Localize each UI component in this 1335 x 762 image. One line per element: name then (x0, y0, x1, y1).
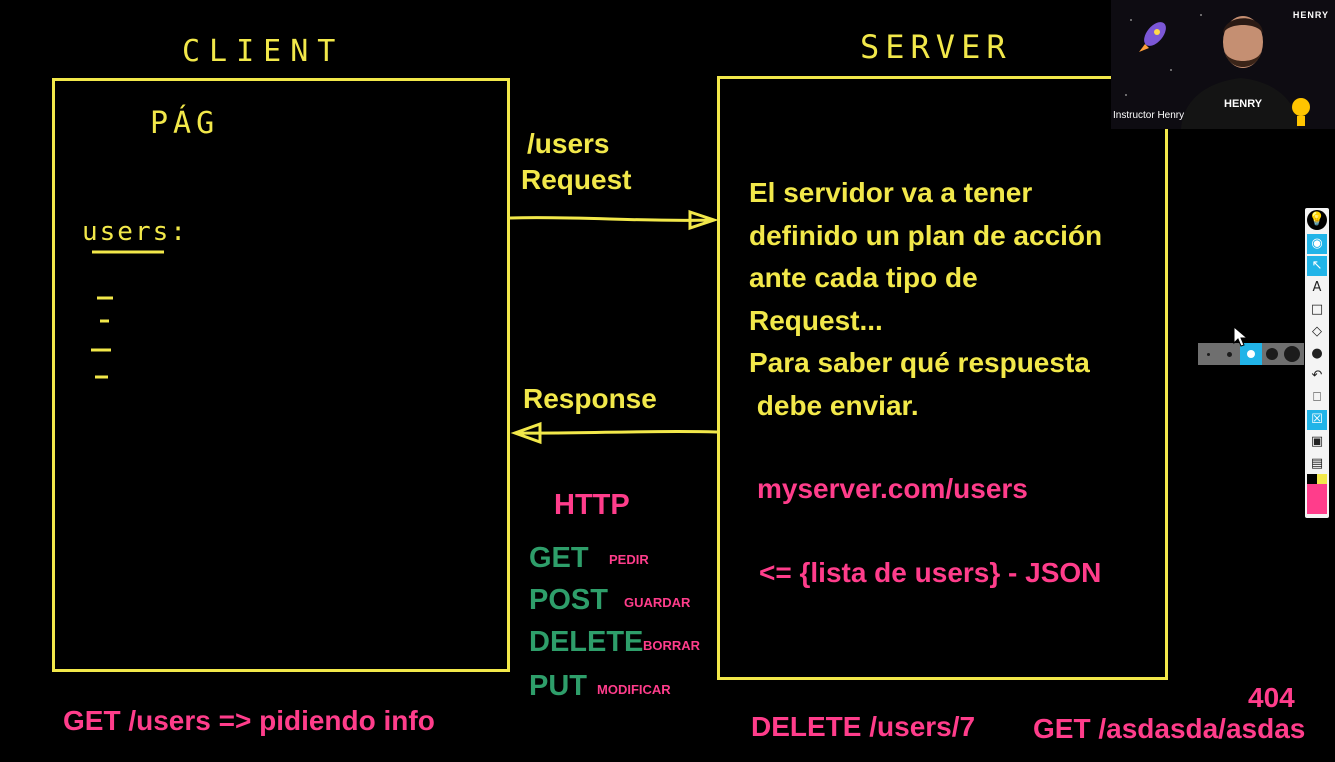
client-title: CLIENT (182, 34, 345, 69)
bottom-404-code: 404 (1248, 682, 1295, 713)
server-line-4: Request... (749, 304, 883, 336)
brush-size-selector (1198, 343, 1304, 365)
server-line-2: definido un plan de acción (749, 219, 1103, 251)
client-box (52, 78, 510, 672)
server-url: myserver.com/users (757, 473, 1028, 504)
webcam-name-label: Instructor Henry (1113, 110, 1185, 121)
client-page-label: PÁG (150, 106, 220, 141)
request-path-label: /users (527, 128, 610, 159)
size-option-2[interactable] (1227, 352, 1232, 357)
server-json: <= {lista de users} - JSON (759, 557, 1102, 588)
method-post: POST (529, 584, 608, 616)
request-arrow (509, 209, 719, 231)
request-label: Request (521, 164, 632, 195)
presenter-silhouette (1181, 16, 1299, 129)
cursor-icon[interactable]: ↖ (1307, 256, 1327, 276)
server-line-1: El servidor va a tener (749, 177, 1033, 208)
bottom-404-path: GET /asdasda/asdas (1033, 713, 1306, 744)
method-put: PUT (529, 670, 587, 702)
size-option-4[interactable] (1266, 348, 1278, 360)
http-title: HTTP (554, 489, 630, 521)
swatch-yellow[interactable] (1317, 474, 1327, 484)
size-option-5[interactable] (1284, 346, 1300, 362)
method-delete: DELETE (529, 626, 644, 658)
server-box (717, 76, 1168, 680)
undo-icon[interactable]: ↶ (1311, 368, 1323, 383)
size-option-1[interactable] (1207, 353, 1210, 356)
response-arrow (510, 421, 718, 445)
webcam-brand: HENRY (1292, 10, 1329, 20)
eye-icon[interactable]: ◉ (1307, 234, 1327, 254)
webcam-overlay: HENRY HENRY Instructor Henry (1111, 0, 1335, 129)
bottom-delete-note: DELETE /users/7 (751, 711, 976, 742)
method-post-meaning: GUARDAR (624, 595, 691, 610)
rectangle-icon[interactable]: □ (1310, 302, 1324, 317)
lightbulb-icon[interactable]: 💡 (1307, 210, 1327, 230)
server-line-6: debe enviar. (749, 389, 919, 421)
eraser-icon[interactable]: ◇ (1312, 324, 1322, 339)
server-title: SERVER (860, 28, 1012, 66)
method-put-meaning: MODIFICAR (597, 682, 671, 697)
method-delete-meaning: BORRAR (643, 638, 701, 653)
client-users-label: users: (82, 217, 188, 247)
method-get: GET (529, 542, 589, 574)
drawing-toolbar: 💡 ◉ ↖ A □ ◇ ● ↶ ⎕ ☒ ▣ ▤ (1305, 208, 1329, 518)
method-get-meaning: PEDIR (609, 552, 649, 567)
color-swatch-icon[interactable] (1307, 474, 1327, 514)
camera-icon[interactable]: ▣ (1310, 434, 1324, 449)
trash-icon[interactable]: ⎕ (1313, 390, 1321, 405)
swatch-pink[interactable] (1307, 484, 1327, 514)
text-icon[interactable]: A (1312, 280, 1322, 295)
response-label: Response (523, 383, 657, 414)
server-line-5: Para saber qué respuesta (749, 347, 1090, 378)
bottom-get-note: GET /users => pidiendo info (63, 705, 435, 736)
server-line-3: ante cada tipo de (749, 262, 978, 293)
webcam-shirt-text: HENRY (1224, 98, 1263, 110)
rocket-icon (1139, 22, 1166, 52)
clear-icon[interactable]: ☒ (1307, 410, 1327, 430)
clipboard-icon[interactable]: ▤ (1310, 456, 1324, 471)
dot-icon[interactable]: ● (1311, 346, 1323, 361)
size-option-3-selected[interactable] (1240, 343, 1262, 365)
swatch-black[interactable] (1307, 474, 1317, 484)
headset-icon (1292, 98, 1310, 126)
server-description: El servidor va a tener definido un plan … (749, 172, 1102, 427)
mouse-cursor-icon (1233, 326, 1249, 347)
webcam-scene (1125, 14, 1310, 129)
